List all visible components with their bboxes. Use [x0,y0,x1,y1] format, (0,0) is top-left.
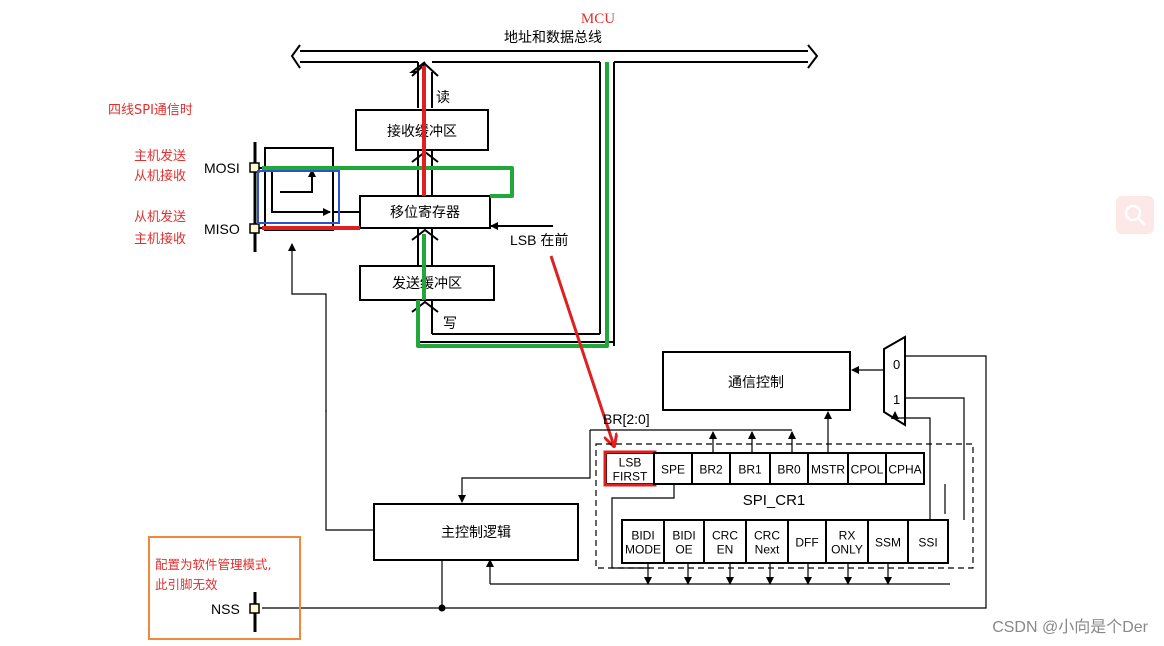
pin-highlight-box [257,170,340,224]
bit-text: CPOL [851,463,884,477]
lsb-pointer-arrow [549,255,614,446]
junction-dot [438,604,446,612]
bit-text: SSM [875,536,901,550]
cr1b-bit-ssi: SSI [907,519,949,564]
mosi-note-2: 从机接收 [134,168,186,184]
comm-control-box [662,351,851,411]
bit-text: EN [717,543,734,557]
mosi-note-1: 主机发送 [134,148,186,164]
comm-control-label: 通信控制 [728,375,784,391]
read-label: 读 [436,89,450,106]
cr1-bit-br2: BR2 [691,452,731,485]
cr1-bit-cpol: CPOL [847,452,887,485]
bit-text: FIRST [613,470,648,484]
control-wiring [262,243,987,609]
miso-pin [249,223,260,234]
cr1b-bit-ssm: SSM [867,519,909,564]
bit-text: BR0 [777,463,801,477]
bit-text: BIDI [672,529,695,543]
bit-text: SPE [661,463,685,477]
bus-label: 地址和数据总线 [504,30,602,46]
bit-text: CRC [754,529,780,543]
red-data-path [262,66,426,230]
shift-register-label: 移位寄存器 [390,204,460,221]
bit-text: LSB [619,456,642,470]
bit-text: RX [839,529,856,543]
mux-input-1: 1 [893,392,900,407]
cr1-bit-cpha: CPHA [885,452,925,485]
cr1b-bit-dff: DFF [787,519,827,564]
miso-note-1: 从机发送 [134,209,186,225]
cr1-dashed-frame [595,443,974,569]
transmit-buffer-box [359,265,495,301]
green-data-path [262,62,609,348]
transmit-buffer-label: 发送缓冲区 [392,276,462,292]
main-control-label: 主控制逻辑 [441,525,511,541]
cr1-bit-br1: BR1 [729,452,771,485]
shift-register-box [359,195,491,229]
nss-note-2: 此引脚无效 [155,577,218,592]
mosi-label: MOSI [204,160,240,176]
lsb-first-note: LSB 在前 [510,232,568,248]
cr1-bit-mstr: MSTR [807,452,849,485]
miso-label: MISO [204,221,240,237]
mux-input-0: 0 [893,357,900,372]
spi-mode-note: 四线SPI通信时 [108,103,193,118]
mux [883,335,906,427]
search-button[interactable] [1116,196,1154,234]
cr1-bit-spe: SPE [653,452,693,485]
bit-text: BR2 [699,463,723,477]
bit-text: Next [755,543,780,557]
bit-text: BR1 [738,463,762,477]
bit-text: CRC [712,529,738,543]
bit-text: BIDI [631,529,654,543]
nss-note-1: 配置为软件管理模式, [155,557,271,572]
bit-text: MSTR [811,463,845,477]
address-data-bus [290,44,819,346]
watermark: CSDN @小向是个Der [992,618,1148,636]
br-label: BR[2:0] [603,411,650,427]
nss-note-box [148,536,301,640]
bit-text: ONLY [831,543,863,557]
main-control-box [373,503,579,561]
bit-text: CPHA [888,463,921,477]
mcu-title: MCU [581,11,615,27]
bit-text: OE [675,543,692,557]
cr1-label: SPI_CR1 [743,492,806,509]
bit-text: DFF [795,536,818,550]
bit-text: SSI [918,536,937,550]
search-icon [1124,204,1146,226]
write-label: 写 [443,316,457,332]
mosi-pin [249,162,260,173]
pin-block [253,142,361,252]
bit-text: MODE [625,543,661,557]
cr1-bit-br0: BR0 [769,452,809,485]
miso-note-2: 主机接收 [134,231,186,247]
nss-label: NSS [211,601,240,617]
nss-pin [249,603,260,614]
